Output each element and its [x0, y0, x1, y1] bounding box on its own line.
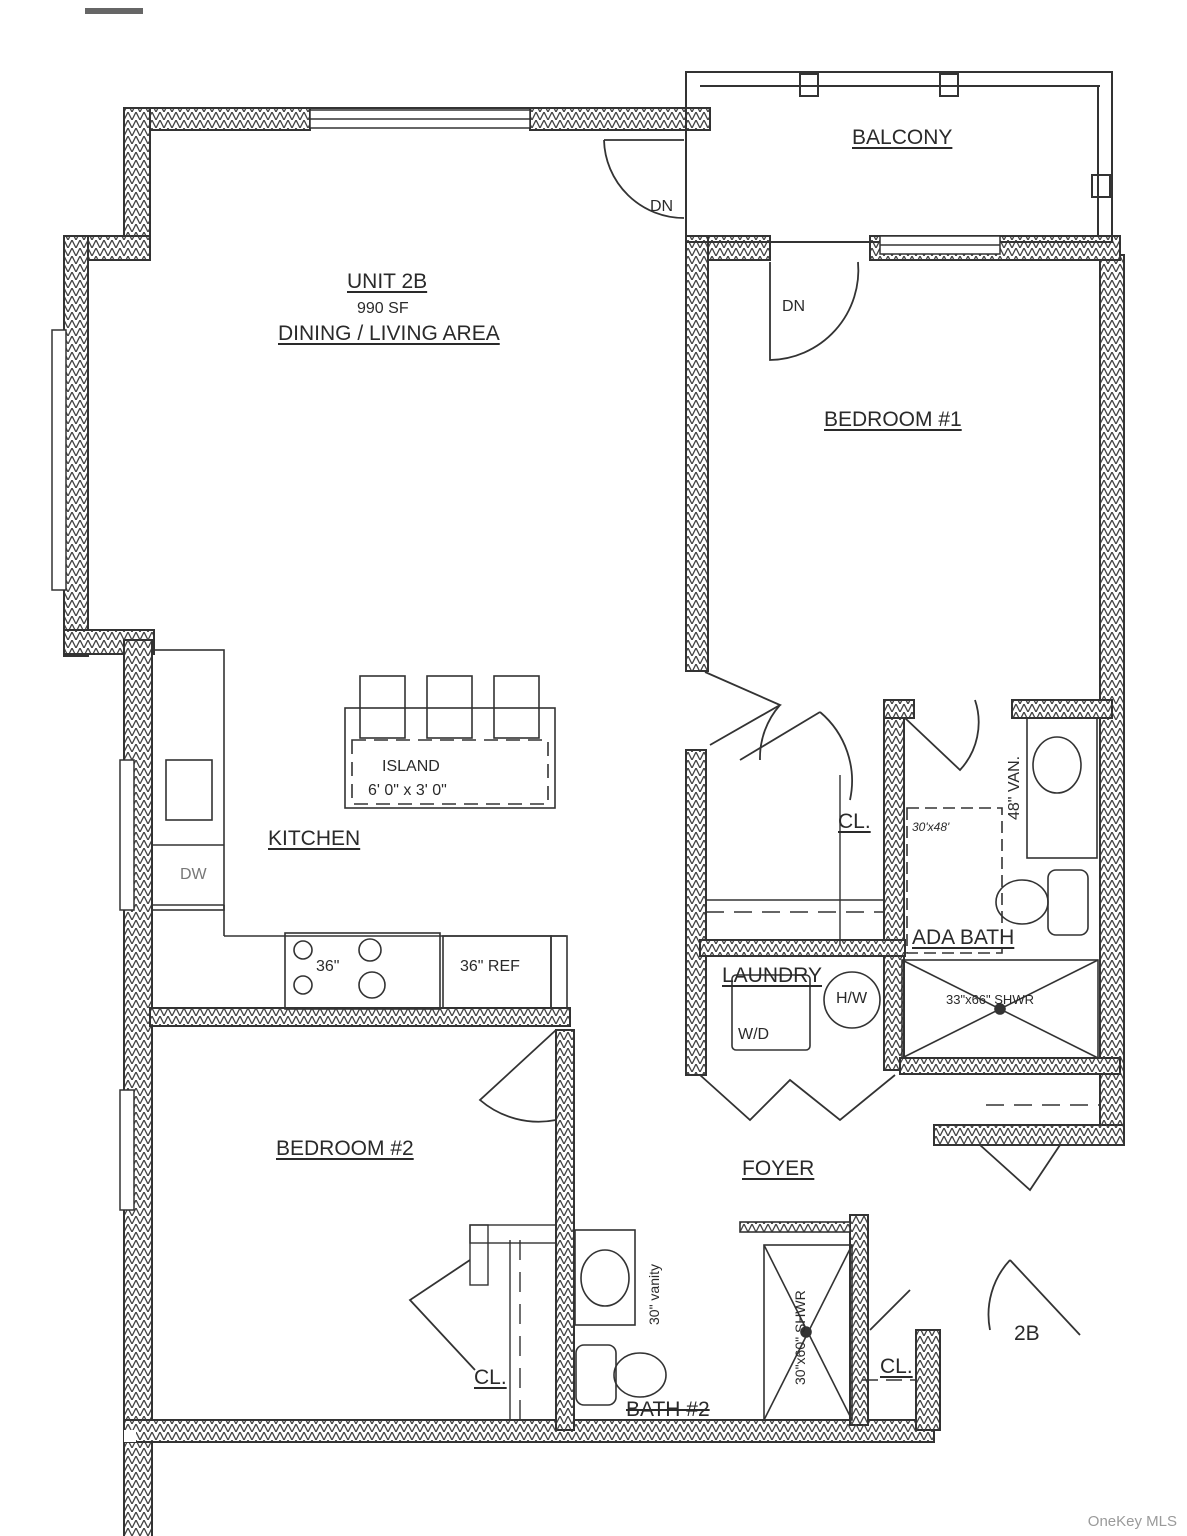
room-label-foyer: FOYER — [742, 1157, 815, 1180]
scan-artifact — [85, 8, 143, 14]
watermark: OneKey MLS — [1087, 1513, 1177, 1530]
balcony-railing — [685, 71, 1113, 243]
room-label-bedroom-2: BEDROOM #2 — [276, 1137, 414, 1160]
closet-label-bedroom-1: CL. — [838, 810, 871, 833]
bath2-fixtures — [574, 1221, 853, 1421]
island-size: 6' 0" x 3' 0" — [368, 782, 447, 799]
room-label-laundry: LAUNDRY — [722, 964, 822, 987]
windows — [51, 109, 1001, 1211]
laundry-fixtures — [731, 971, 881, 1051]
closet-shelves — [469, 775, 1100, 1420]
dishwasher-label: DW — [180, 866, 207, 883]
bath2-shower-label: 30"x60" SHWR — [792, 1290, 808, 1385]
room-label-bedroom-1: BEDROOM #1 — [824, 408, 962, 431]
unit-label: UNIT 2B — [347, 270, 428, 293]
room-label-kitchen: KITCHEN — [268, 827, 361, 850]
exterior-walls — [63, 107, 1125, 1536]
kitchen-island — [344, 675, 556, 809]
ada-shower-label: 33"x66" SHWR — [946, 992, 1034, 1007]
room-label-dining-living: DINING / LIVING AREA — [278, 322, 500, 345]
stair-down-label-1: DN — [650, 198, 674, 215]
closet-label-bedroom-2: CL. — [474, 1366, 507, 1389]
ada-bath-fixtures — [901, 717, 1099, 1059]
unit-area: 990 SF — [357, 300, 409, 317]
kitchen-counters — [151, 649, 568, 1010]
doors — [408, 139, 1081, 1371]
room-label-balcony: BALCONY — [852, 126, 953, 149]
room-label-bath-2: BATH #2 — [626, 1398, 710, 1421]
closet-label-foyer: CL. — [880, 1355, 913, 1378]
room-label-ada-bath: ADA BATH — [912, 926, 1015, 949]
stair-down-label-2: DN — [782, 298, 806, 315]
island-label: ISLAND — [382, 758, 440, 775]
water-heater-label: H/W — [836, 990, 868, 1007]
range-label: 36" — [316, 958, 340, 975]
bath2-vanity-label: 30" vanity — [646, 1263, 662, 1325]
ada-clearance-label: 30'x48' — [912, 820, 950, 834]
washer-dryer-label: W/D — [738, 1026, 770, 1043]
ada-vanity-label: 48" VAN. — [1006, 755, 1023, 820]
fridge-label: 36" REF — [460, 958, 520, 975]
unit-tag: 2B — [1014, 1322, 1040, 1345]
